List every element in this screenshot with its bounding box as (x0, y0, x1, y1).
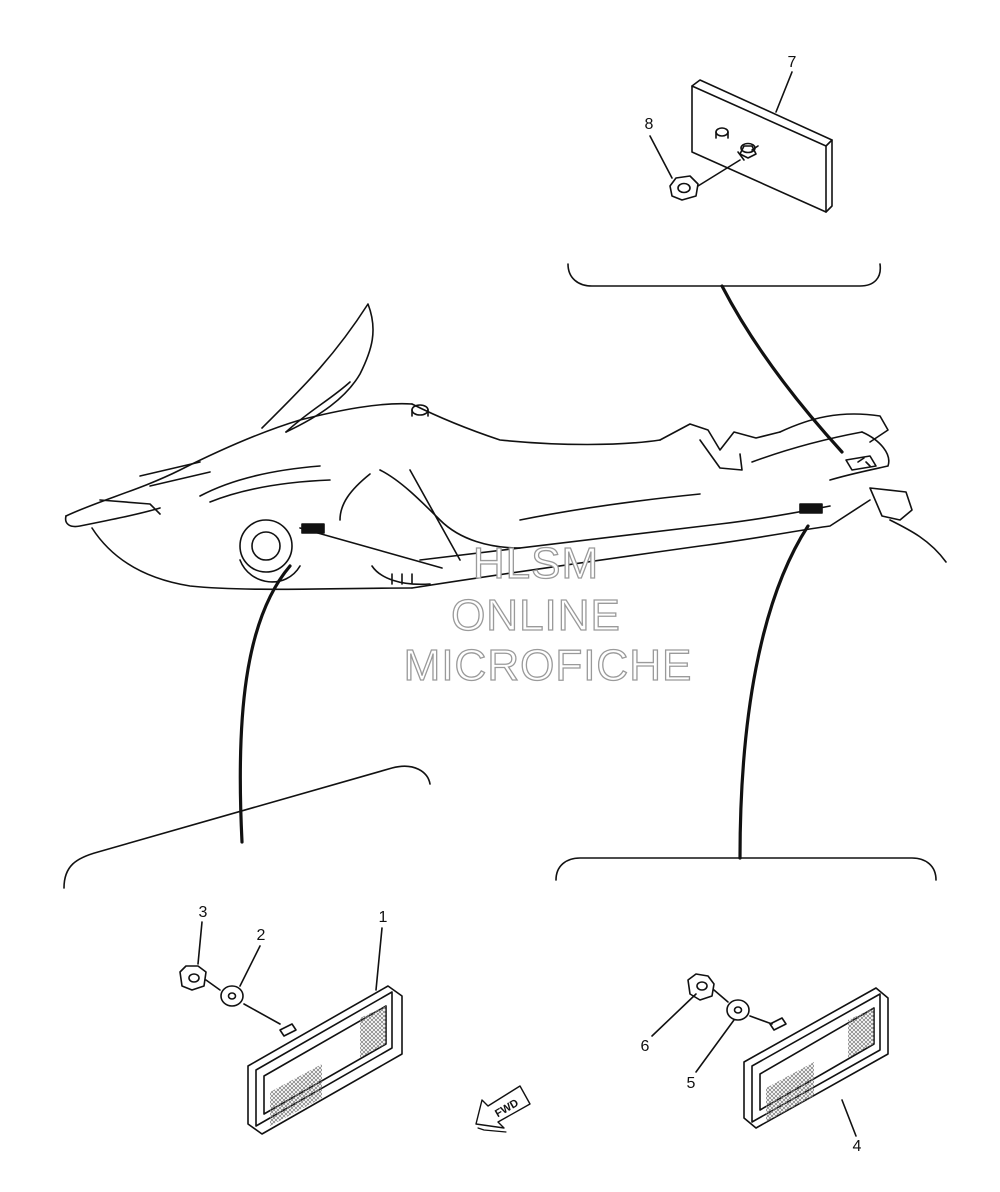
assembly-line-right-2 (749, 1015, 773, 1025)
callout-arrow-right (738, 524, 810, 860)
leader-1 (375, 927, 383, 991)
callout-arrow-top (720, 284, 844, 454)
reflector-front-left (247, 985, 403, 1135)
watermark-line-1: HLSM (472, 539, 600, 588)
fwd-arrow-icon (475, 1085, 531, 1133)
leader-6 (651, 993, 697, 1037)
washer-2 (220, 985, 244, 1007)
assembly-line-left-1 (205, 979, 221, 991)
part-number-3: 3 (198, 904, 208, 921)
part-number-5: 5 (686, 1075, 696, 1092)
part-number-7: 7 (787, 54, 797, 71)
assembly-line-7-8 (697, 159, 741, 187)
leader-2 (239, 945, 261, 987)
callout-arrow-left (238, 564, 292, 844)
callout-bracket-top (567, 263, 882, 287)
leader-to-tunnel (409, 469, 461, 561)
snowmobile-body (64, 303, 947, 591)
reflector-plate-top (691, 79, 833, 213)
nut-3 (179, 965, 207, 991)
callout-bracket-bottom-left (63, 765, 431, 889)
part-number-8: 8 (644, 116, 654, 133)
leader-8 (649, 135, 673, 179)
leader-to-front-reflector (299, 527, 443, 569)
watermark-line-3: MICROFICHE (403, 641, 693, 690)
leader-3 (197, 921, 203, 965)
callout-bracket-bottom-right (555, 857, 937, 881)
watermark-line-2: ONLINE (450, 591, 621, 640)
flange-nut-top (669, 175, 699, 201)
leader-4 (841, 1099, 857, 1137)
part-number-4: 4 (852, 1138, 862, 1155)
leader-5 (695, 1019, 735, 1073)
assembly-line-right-1 (713, 989, 729, 1003)
assembly-line-left-2 (243, 1003, 281, 1025)
leader-7 (775, 71, 793, 113)
reflector-front-right (743, 987, 889, 1129)
washer-5 (726, 999, 750, 1021)
nut-6 (687, 973, 715, 1001)
part-number-1: 1 (378, 909, 388, 926)
part-number-6: 6 (640, 1038, 650, 1055)
part-number-2: 2 (256, 927, 266, 944)
